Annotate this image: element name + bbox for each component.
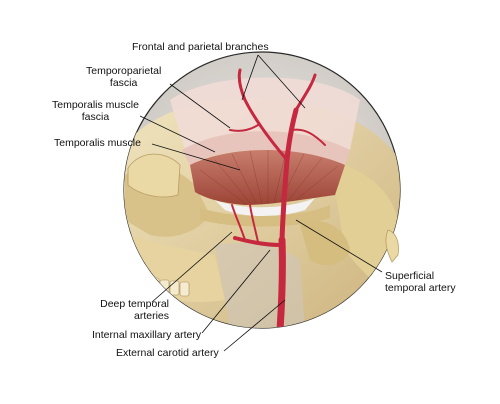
deep-temporal-vessel-1	[231, 204, 246, 241]
temporalis-fascia	[182, 131, 350, 165]
label-external-carotid-artery: External carotid artery	[116, 347, 219, 359]
leader-temporalis-fascia	[139, 115, 216, 153]
leader-deep-temporal	[151, 231, 233, 303]
temporoparietal-fascia	[170, 77, 360, 150]
frontal-subbranch	[229, 124, 259, 132]
label-internal-maxillary-artery: Internal maxillary artery	[92, 329, 202, 341]
leader-superficial-temporal	[295, 219, 383, 273]
skull-outside-right	[385, 229, 399, 263]
leader-internal-maxillary	[201, 249, 271, 334]
skull-outside-left	[127, 153, 181, 198]
temporalis-tendon	[215, 198, 315, 216]
parietal-subbranch	[291, 128, 326, 146]
label-superficial-temporal-artery: Superficial temporal artery	[385, 270, 456, 294]
mastoid	[300, 221, 350, 266]
label-frontal-parietal-branches: Frontal and parietal branches	[132, 41, 269, 53]
leader-frontal-b	[257, 54, 306, 109]
leader-temporoparietal	[169, 83, 231, 129]
mandible	[215, 243, 305, 328]
leader-frontal-a	[241, 54, 259, 101]
external-carotid-vessel	[276, 236, 286, 328]
frontal-branch-vessel	[237, 68, 289, 162]
label-temporoparietal-fascia: Temporoparietal fascia	[86, 65, 162, 89]
internal-maxillary-vessel	[233, 236, 282, 247]
arteries	[229, 68, 326, 328]
label-temporalis-muscle: Temporalis muscle	[54, 137, 141, 149]
muscle-fibers	[199, 150, 339, 205]
parietal-branch-vessel	[294, 73, 317, 112]
leader-temporalis-muscle	[151, 143, 241, 171]
label-deep-temporal-arteries: Deep temporal arteries	[100, 298, 169, 322]
leader-lines	[139, 54, 383, 352]
label-temporalis-muscle-fascia: Temporalis muscle fascia	[52, 99, 139, 123]
deep-temporal-vessel-2	[249, 204, 259, 243]
leader-external-carotid	[223, 299, 286, 352]
